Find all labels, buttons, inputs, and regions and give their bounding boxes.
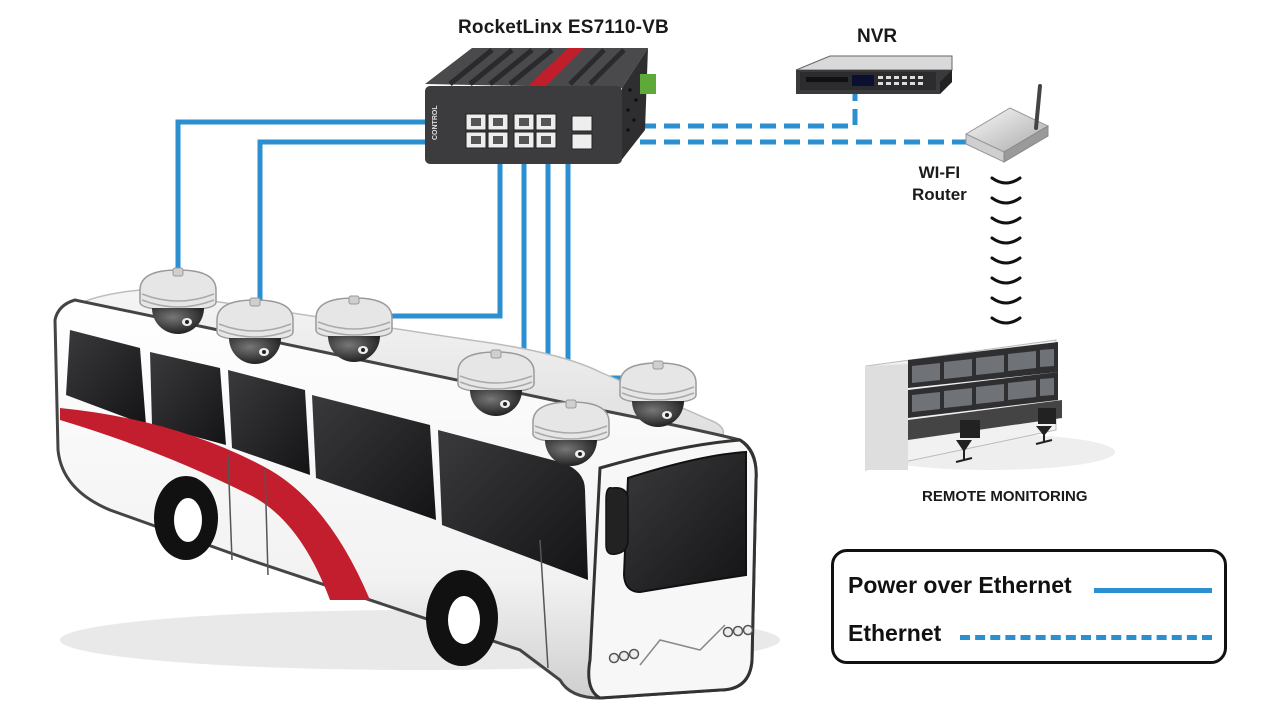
nvr-device bbox=[795, 55, 953, 94]
legend-ethernet-row: Ethernet bbox=[848, 620, 941, 647]
router-label: WI-FI Router bbox=[912, 162, 967, 206]
poe-cable-camera-3 bbox=[392, 148, 503, 319]
legend-poe-row: Power over Ethernet bbox=[848, 572, 1072, 599]
bus-illustration bbox=[53, 289, 780, 700]
legend-ethernet-dashed-line bbox=[960, 635, 1212, 640]
ethernet-cables bbox=[592, 92, 968, 145]
poe-cable-camera-1 bbox=[175, 119, 466, 272]
router-label-line-2: Router bbox=[912, 185, 967, 204]
rocketlinx-switch: CONTROL bbox=[425, 48, 656, 164]
ethernet-cable-nvr bbox=[592, 92, 858, 129]
wifi-signal-icon bbox=[990, 176, 1022, 325]
monitoring-room-illustration bbox=[865, 339, 1115, 471]
nvr-label: NVR bbox=[857, 26, 898, 47]
poe-cable-camera-6 bbox=[565, 148, 626, 381]
remote-monitoring-label: REMOTE MONITORING bbox=[922, 488, 1088, 505]
switch-title: RocketLinx ES7110-VB bbox=[458, 17, 669, 38]
wifi-router bbox=[964, 84, 1050, 163]
legend-poe-solid-line bbox=[1094, 588, 1212, 593]
legend: Power over Ethernet Ethernet bbox=[831, 549, 1227, 664]
legend-ethernet-label: Ethernet bbox=[848, 620, 942, 646]
router-label-line-1: WI-FI bbox=[918, 163, 961, 182]
switch-brand-text: CONTROL bbox=[432, 105, 439, 140]
legend-poe-label: Power over Ethernet bbox=[848, 572, 1072, 598]
poe-cable-camera-2 bbox=[257, 139, 466, 302]
